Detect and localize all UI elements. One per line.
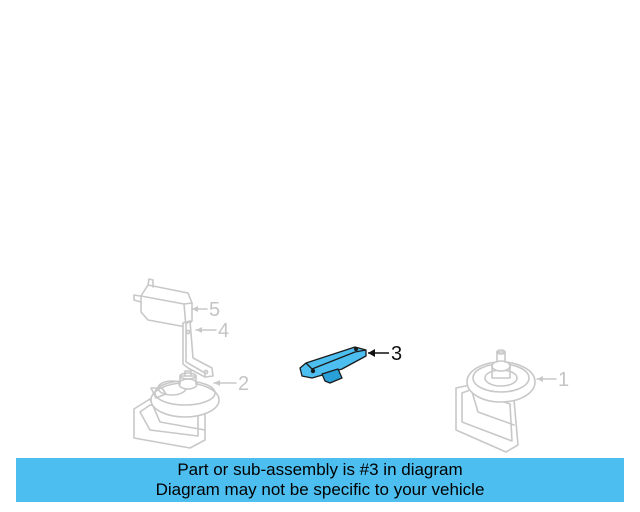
callout-3: 3 xyxy=(368,343,402,365)
part-5-relay xyxy=(133,278,193,328)
callout-1: 1 xyxy=(536,369,569,391)
callout-4-label: 4 xyxy=(218,320,229,342)
caption-banner: Part or sub-assembly is #3 in diagram Di… xyxy=(16,458,624,502)
part-1-horn xyxy=(455,349,536,453)
callout-5-label: 5 xyxy=(209,299,220,321)
part-2-horn xyxy=(133,370,220,449)
part-3-bracket xyxy=(299,346,367,384)
callout-2: 2 xyxy=(213,373,249,395)
callout-2-label: 2 xyxy=(238,373,249,395)
caption-line-2: Diagram may not be specific to your vehi… xyxy=(155,480,485,499)
callout-5: 5 xyxy=(191,299,220,321)
callout-1-label: 1 xyxy=(558,369,569,391)
callout-4: 4 xyxy=(195,320,229,342)
part-4-bracket xyxy=(182,320,214,378)
caption-line-1: Part or sub-assembly is #3 in diagram xyxy=(177,460,463,479)
callout-3-label: 3 xyxy=(391,343,402,365)
